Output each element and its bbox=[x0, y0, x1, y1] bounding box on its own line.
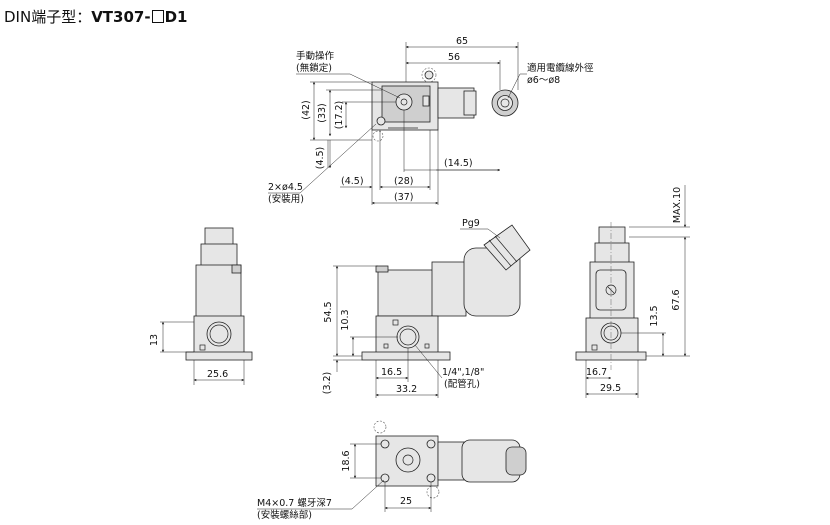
dim-17-2: (17.2) bbox=[334, 101, 345, 130]
left-port-outer bbox=[206, 321, 232, 347]
top-connector-neck bbox=[463, 90, 477, 116]
top-view: 65 56 (42) (33) (17.2) (4.5) (14.5) (4.5… bbox=[268, 36, 594, 205]
label-screw-spec: M4×0.7 螺牙深7 bbox=[257, 498, 332, 509]
front-marker bbox=[392, 319, 399, 326]
dim-13-5: 13.5 bbox=[649, 305, 660, 326]
leader-pg9 bbox=[460, 228, 501, 239]
phantom-hole bbox=[426, 485, 440, 499]
dim-25-6: 25.6 bbox=[207, 369, 228, 380]
label-port-note: (配管孔) bbox=[444, 378, 480, 390]
gland-ridge bbox=[494, 235, 518, 263]
front-cable-gland bbox=[483, 224, 531, 271]
right-side-view: MAX.10 67.6 13.5 16.7 29.5 bbox=[575, 185, 690, 398]
bottom-port-plate bbox=[395, 447, 421, 473]
front-connector bbox=[431, 261, 467, 317]
right-marker bbox=[591, 344, 598, 351]
leader-manual-override bbox=[296, 73, 401, 99]
model-placeholder-box bbox=[151, 10, 164, 23]
dim-13: 13 bbox=[149, 334, 160, 346]
leader-port bbox=[414, 344, 443, 379]
top-indicator bbox=[422, 95, 430, 107]
mount-hole-left-phantom bbox=[372, 130, 384, 142]
title-prefix: DIN端子型： bbox=[4, 8, 92, 26]
dim-37: (37) bbox=[394, 192, 414, 203]
label-port-size: 1/4",1/8" bbox=[442, 367, 484, 378]
front-marker-2 bbox=[383, 343, 389, 349]
label-screw-note: (安裝螺絲部) bbox=[257, 509, 312, 521]
dim-29-5: 29.5 bbox=[600, 383, 621, 394]
dim-14-5: (14.5) bbox=[444, 158, 473, 169]
left-marker bbox=[199, 344, 206, 351]
dim-18-6: 18.6 bbox=[341, 450, 352, 471]
dim-56: 56 bbox=[448, 52, 460, 63]
label-manual-override-note: (無鎖定) bbox=[296, 62, 332, 74]
dim-67-6: 67.6 bbox=[671, 289, 682, 310]
title-model-b: D1 bbox=[164, 8, 188, 26]
dim-28: (28) bbox=[394, 176, 414, 187]
mount-hole-left bbox=[376, 116, 386, 126]
mount-hole-right bbox=[424, 70, 434, 80]
left-cap-base bbox=[200, 243, 238, 267]
left-side-view: 13 25.6 bbox=[149, 227, 253, 385]
dim-16-7: 16.7 bbox=[586, 367, 607, 378]
front-view: 54.5 10.3 (3.2) 16.5 33.2 Pg9 1/4",1/8" … bbox=[322, 218, 531, 398]
dim-3-2: (3.2) bbox=[322, 372, 333, 395]
dim-54-5: 54.5 bbox=[323, 301, 334, 322]
front-marker-3 bbox=[424, 343, 430, 349]
front-top-tab bbox=[375, 265, 389, 273]
leader-cable bbox=[507, 73, 527, 99]
dim-4-5-horizontal: (4.5) bbox=[341, 176, 364, 187]
title-model-a: VT307- bbox=[91, 8, 151, 26]
leader-mount-holes bbox=[268, 123, 377, 194]
dim-max10: MAX.10 bbox=[672, 187, 683, 223]
dim-33-2: 33.2 bbox=[396, 384, 417, 395]
manual-override-center bbox=[400, 98, 408, 106]
gland-ridge bbox=[488, 239, 512, 267]
top-cable-bore bbox=[500, 98, 510, 108]
dim-16-5: 16.5 bbox=[381, 367, 402, 378]
bottom-screw-bl bbox=[380, 473, 390, 483]
bottom-cable-gland bbox=[505, 446, 527, 476]
left-port-inner bbox=[209, 324, 229, 344]
mount-hole-right-phantom bbox=[421, 67, 437, 83]
left-tab bbox=[231, 264, 242, 274]
label-cable-od: 適用電纜線外徑 bbox=[527, 62, 594, 74]
dim-4-5-vertical: (4.5) bbox=[315, 147, 326, 170]
right-cap bbox=[598, 226, 626, 246]
left-cap bbox=[204, 227, 234, 247]
label-pg9: Pg9 bbox=[462, 218, 480, 229]
label-manual-override: 手動操作 bbox=[296, 50, 335, 62]
dim-10-3: 10.3 bbox=[340, 309, 351, 330]
label-mount-holes: 2×ø4.5 bbox=[268, 182, 303, 193]
dim-65: 65 bbox=[456, 36, 468, 47]
label-mount-holes-note: (安裝用) bbox=[268, 193, 304, 205]
drawing-title: DIN端子型：VT307- D1 bbox=[4, 6, 187, 27]
bottom-view: 18.6 25 M4×0.7 螺牙深7 (安裝螺絲部) bbox=[257, 420, 527, 521]
right-cap-base bbox=[594, 242, 630, 264]
bottom-screw-tr bbox=[426, 439, 436, 449]
left-base bbox=[185, 351, 253, 361]
bottom-port bbox=[402, 454, 414, 466]
leader-screw bbox=[257, 479, 385, 510]
dim-25: 25 bbox=[400, 496, 412, 507]
front-port-inner bbox=[399, 328, 417, 346]
phantom-hole bbox=[373, 420, 387, 434]
bottom-connector bbox=[437, 441, 465, 481]
dim-42: (42) bbox=[301, 100, 312, 120]
dim-33: (33) bbox=[317, 103, 328, 123]
front-base bbox=[361, 351, 451, 361]
manual-override-button bbox=[395, 93, 413, 111]
label-cable-range: ø6〜ø8 bbox=[527, 75, 560, 86]
top-cable-gland-inner bbox=[497, 95, 513, 111]
bottom-screw-tl bbox=[380, 439, 390, 449]
bottom-screw-br bbox=[426, 473, 436, 483]
front-coil bbox=[377, 269, 435, 317]
